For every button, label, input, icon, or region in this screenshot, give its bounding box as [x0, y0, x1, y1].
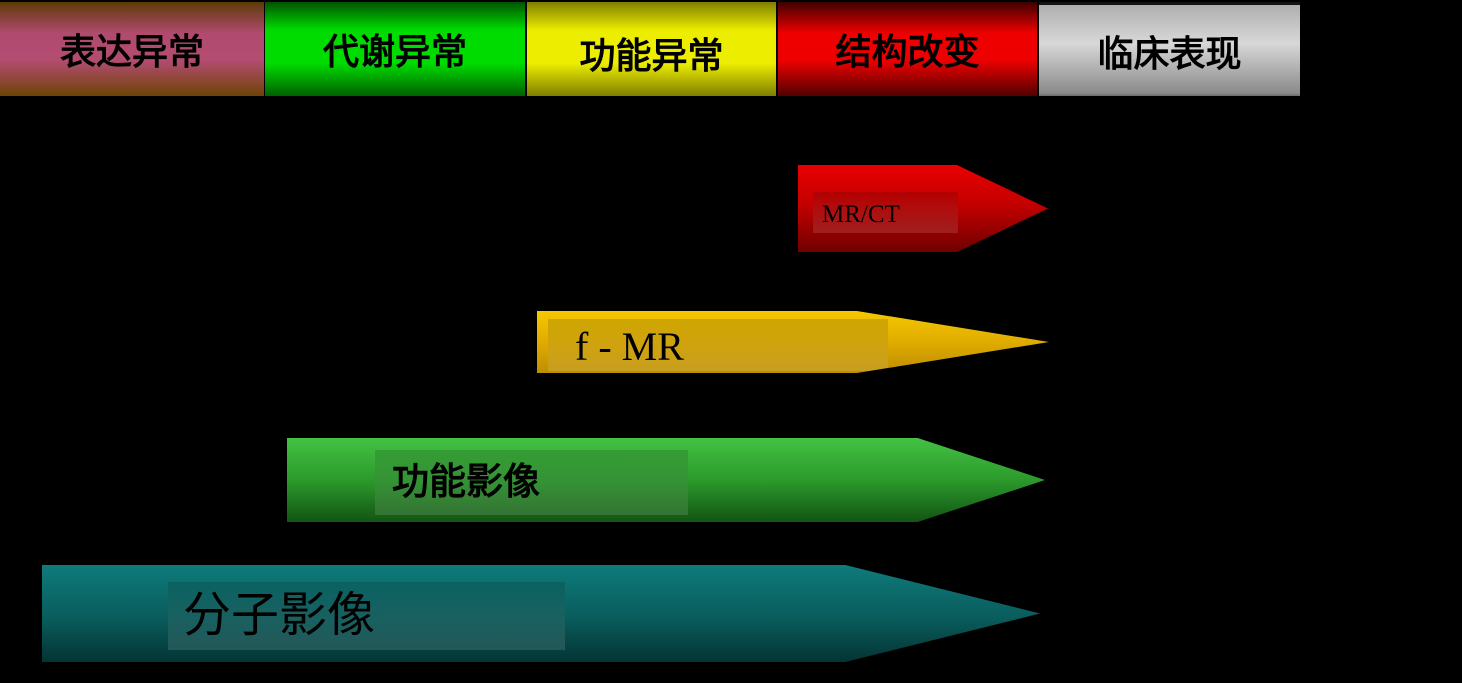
stage-label: 临床表现: [1097, 33, 1242, 74]
arrow-mr-ct: MR/CT: [798, 165, 1048, 252]
arrow-molecular-imaging: 分子影像: [42, 565, 1040, 662]
stage-box-metabolic-abnormality: 代谢异常: [265, 2, 525, 96]
arrow-label: 功能影像: [392, 462, 540, 503]
arrow-text-panel: [548, 319, 888, 371]
stage-label: 表达异常: [59, 32, 204, 72]
stage-box-clinical-manifestation: 临床表现: [1039, 2, 1300, 96]
arrow-text-panel: [813, 192, 958, 233]
stage-box-expression-abnormality: 表达异常: [0, 2, 264, 96]
arrow-label: f - MR: [575, 324, 684, 369]
arrow-label: 分子影像: [183, 589, 376, 642]
stage-box-functional-abnormality: 功能异常: [527, 2, 776, 96]
arrow-text-panel: [168, 582, 565, 650]
stage-box-structural-change: 结构改变: [778, 2, 1037, 96]
arrow-text-panel: [375, 450, 688, 515]
stage-label: 功能异常: [579, 35, 724, 76]
stage-label: 代谢异常: [322, 32, 467, 72]
arrow-functional-imaging: 功能影像: [287, 438, 1045, 522]
stage-label: 结构改变: [835, 32, 980, 72]
arrow-label: MR/CT: [822, 201, 900, 228]
arrow-f-mr: f - MR: [537, 311, 1049, 373]
